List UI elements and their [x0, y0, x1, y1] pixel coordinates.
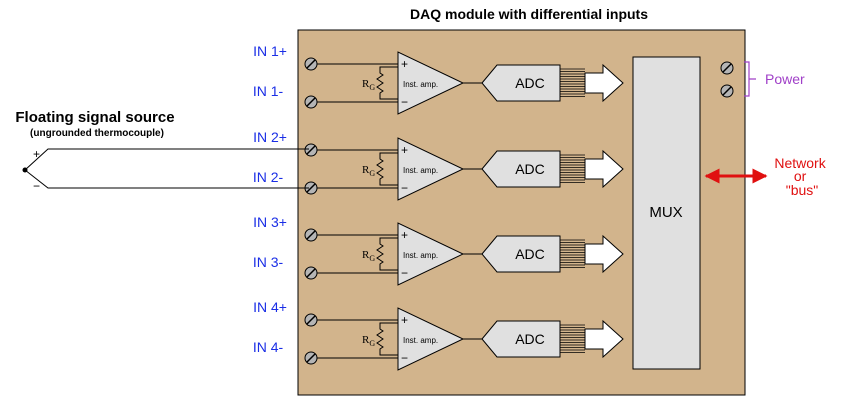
adc-block [481, 150, 561, 188]
thermocouple-junction [22, 167, 28, 173]
amp-plus: + [401, 313, 408, 327]
terminal-pos[interactable] [304, 313, 318, 327]
channel-neg-label: IN 1- [253, 83, 284, 99]
channel-neg-label: IN 2- [253, 169, 284, 185]
instrumentation-amplifier [397, 51, 465, 115]
source-plus: + [33, 147, 40, 161]
terminal-neg[interactable] [304, 95, 318, 109]
terminal-neg[interactable] [304, 266, 318, 280]
gain-resistor [376, 152, 398, 186]
adc-block [481, 320, 561, 358]
channel-pos-label: IN 1+ [253, 43, 287, 59]
network-label-line-3: "bus" [786, 182, 819, 198]
channel-pos-label: IN 3+ [253, 214, 287, 230]
channel-1: IN 1+ IN 1- RG + − Inst. amp. ADC [253, 43, 624, 115]
data-arrow [584, 63, 624, 103]
gain-resistor [376, 322, 398, 356]
amp-label: Inst. amp. [403, 251, 438, 260]
amp-plus: + [401, 228, 408, 242]
power-label: Power [765, 71, 805, 87]
amp-plus: + [401, 143, 408, 157]
gain-resistor [376, 237, 398, 271]
amp-label: Inst. amp. [403, 166, 438, 175]
adc-output-bus [560, 239, 585, 268]
network-label: Network or "bus" [774, 155, 829, 198]
channel-4: IN 4+ IN 4- RG + − Inst. amp. ADC [253, 299, 624, 371]
adc-label: ADC [515, 246, 545, 262]
channel-2: IN 2+ IN 2- RG + − Inst. amp. ADC [253, 129, 624, 201]
adc-block [481, 235, 561, 273]
adc-output-bus [560, 68, 585, 97]
adc-output-bus [560, 154, 585, 183]
adc-label: ADC [515, 331, 545, 347]
mux-label: MUX [649, 204, 682, 221]
channel-neg-label: IN 4- [253, 339, 284, 355]
instrumentation-amplifier [397, 137, 465, 201]
source-subtitle: (ungrounded thermocouple) [30, 128, 164, 139]
amp-plus: + [401, 57, 408, 71]
instrumentation-amplifier [397, 307, 465, 371]
adc-label: ADC [515, 75, 545, 91]
amp-minus: − [401, 351, 408, 365]
amp-minus: − [401, 95, 408, 109]
adc-output-bus [560, 324, 585, 353]
power-terminal-1[interactable] [720, 61, 734, 75]
input-channels: IN 1+ IN 1- RG + − Inst. amp. ADC IN 2+ IN 2- RG +… [253, 43, 624, 371]
source-minus: − [33, 179, 40, 193]
data-arrow [584, 234, 624, 274]
data-arrow [584, 149, 624, 189]
amp-minus: − [401, 266, 408, 280]
gain-resistor [376, 66, 398, 100]
source-title: Floating signal source [15, 109, 174, 126]
channel-3: IN 3+ IN 3- RG + − Inst. amp. ADC [253, 214, 624, 286]
network-label-line-1: Network [774, 155, 826, 171]
channel-pos-label: IN 4+ [253, 299, 287, 315]
power-terminal-2[interactable] [720, 84, 734, 98]
channel-neg-label: IN 3- [253, 254, 284, 270]
amp-minus: − [401, 181, 408, 195]
network-label-line-2: or [794, 168, 807, 184]
gain-resistor-label: RG [362, 249, 375, 263]
instrumentation-amplifier [397, 222, 465, 286]
gain-resistor-label: RG [362, 78, 375, 92]
channel-pos-label: IN 2+ [253, 129, 287, 145]
terminal-pos[interactable] [304, 228, 318, 242]
terminal-neg[interactable] [304, 351, 318, 365]
gain-resistor-label: RG [362, 164, 375, 178]
gain-resistor-label: RG [362, 334, 375, 348]
amp-label: Inst. amp. [403, 336, 438, 345]
module-title: DAQ module with differential inputs [410, 6, 648, 22]
data-arrow [584, 319, 624, 359]
terminal-pos[interactable] [304, 143, 318, 157]
adc-label: ADC [515, 161, 545, 177]
adc-block [481, 64, 561, 102]
mux-block [632, 56, 701, 370]
power-bracket [744, 61, 756, 97]
terminal-pos[interactable] [304, 57, 318, 71]
amp-label: Inst. amp. [403, 80, 438, 89]
